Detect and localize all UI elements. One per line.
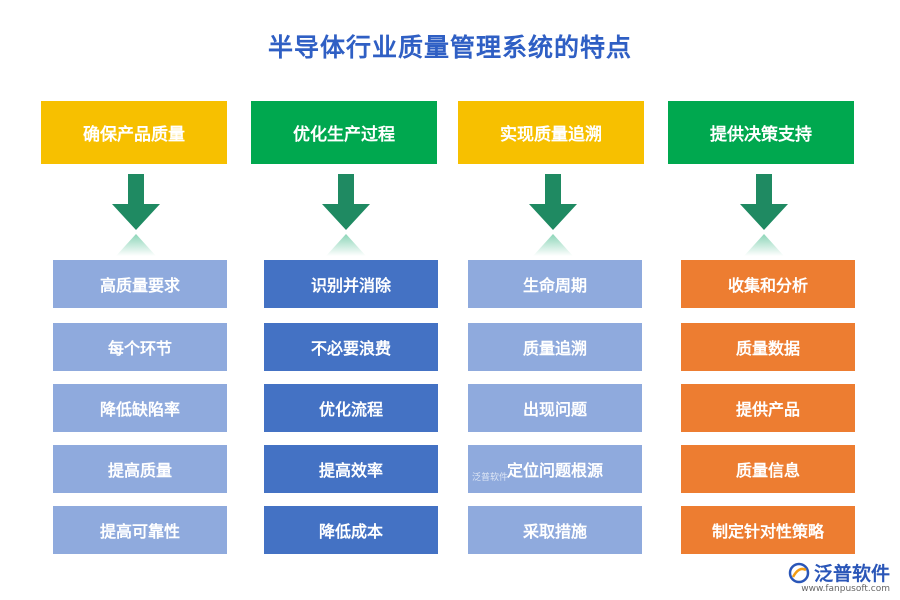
column-1-item: 降低缺陷率	[53, 384, 227, 432]
column-3-item: 生命周期	[468, 260, 642, 308]
column-4-item: 收集和分析	[681, 260, 855, 308]
column-1-item: 高质量要求	[53, 260, 227, 308]
column-3-item: 出现问题	[468, 384, 642, 432]
down-arrow-icon	[740, 174, 788, 256]
column-4-item: 制定针对性策略	[681, 506, 855, 554]
column-2-item: 优化流程	[264, 384, 438, 432]
column-header-1: 确保产品质量	[41, 101, 227, 164]
fanpu-logo-icon	[788, 562, 810, 583]
column-4-item: 质量信息	[681, 445, 855, 493]
down-arrow-icon	[529, 174, 577, 256]
column-2-item: 提高效率	[264, 445, 438, 493]
column-2-item: 不必要浪费	[264, 323, 438, 371]
column-1-item: 每个环节	[53, 323, 227, 371]
brand-url: www.fanpusoft.com	[801, 584, 890, 594]
column-4-item: 提供产品	[681, 384, 855, 432]
column-4-item: 质量数据	[681, 323, 855, 371]
column-header-2: 优化生产过程	[251, 101, 437, 164]
column-3-item: 采取措施	[468, 506, 642, 554]
page-title: 半导体行业质量管理系统的特点	[267, 33, 632, 62]
column-2-item: 识别并消除	[264, 260, 438, 308]
column-2-item: 降低成本	[264, 506, 438, 554]
column-1-item: 提高质量	[53, 445, 227, 493]
column-header-4: 提供决策支持	[668, 101, 854, 164]
brand-name: 泛普软件	[813, 563, 890, 585]
column-3-item: 质量追溯	[468, 323, 642, 371]
brand-block: 泛普软件 www.fanpusoft.com	[788, 559, 890, 594]
down-arrow-icon	[322, 174, 370, 256]
watermark-text: 泛普软件	[472, 473, 509, 483]
column-3-item: 定位问题根源	[468, 445, 642, 493]
column-1-item: 提高可靠性	[53, 506, 227, 554]
down-arrow-icon	[112, 174, 160, 256]
column-header-3: 实现质量追溯	[458, 101, 644, 164]
